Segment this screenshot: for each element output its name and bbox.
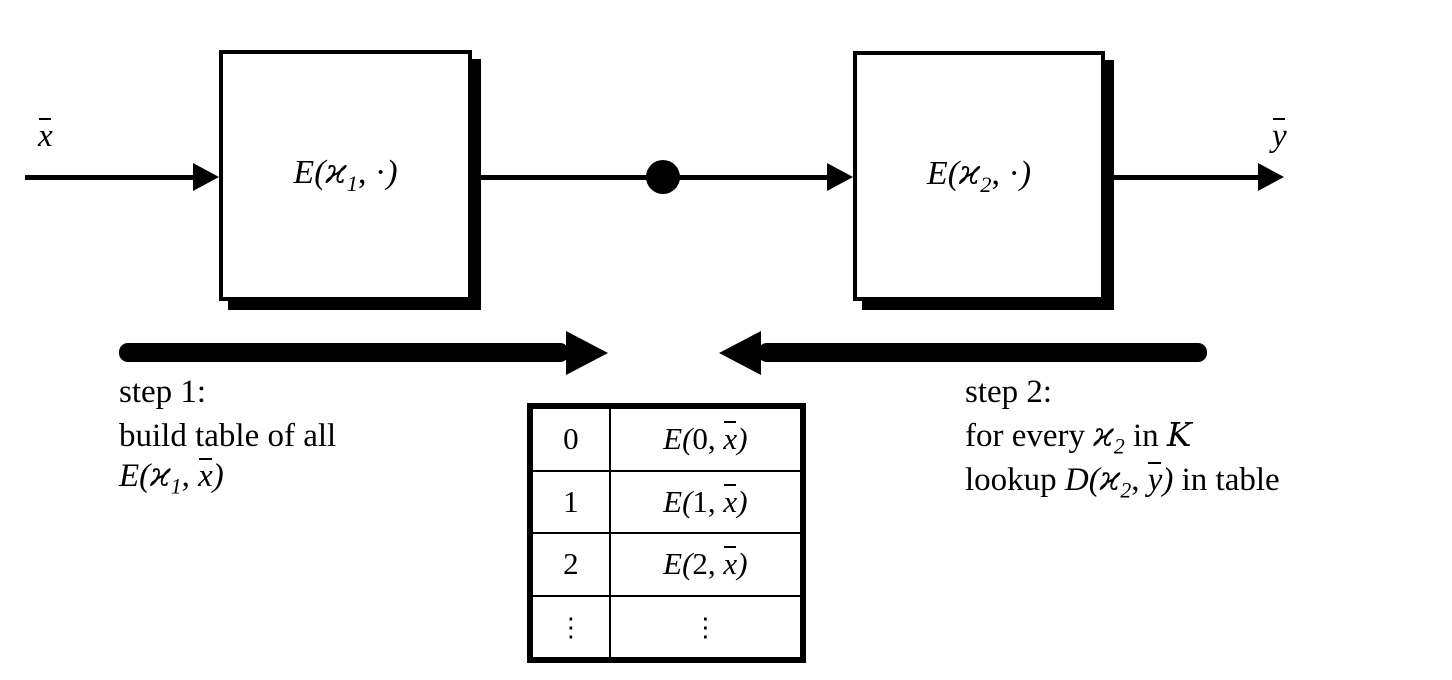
step1-arrowhead-icon xyxy=(566,331,608,375)
step2-line-3: lookup D(ϰ2, y) in table xyxy=(965,459,1280,503)
step1-arrow-shaft xyxy=(119,343,569,362)
table-row[interactable]: 1 E(1, x) xyxy=(531,469,803,534)
encrypt-box-1[interactable]: E(ϰ1, ·) xyxy=(219,50,472,301)
step1-line-2: build table of all xyxy=(119,418,337,454)
table-cell-key: 0 xyxy=(531,407,611,472)
step1-caption: step 1: build table of all E(ϰ1, x) xyxy=(119,370,336,498)
step2-line-1: step 2: xyxy=(965,374,1053,410)
table-cell-key: 1 xyxy=(531,469,611,534)
step2-line-2: for every ϰ2 in K xyxy=(965,415,1192,459)
encrypt-box-2-label: E(ϰ2, ·) xyxy=(926,152,1032,197)
table-row[interactable]: ⋮ ⋮ xyxy=(531,594,803,659)
output-wire xyxy=(1105,175,1265,180)
table-cell-value: E(1, x) xyxy=(608,469,803,534)
step1-line-1: step 1: xyxy=(119,374,207,410)
step1-line-3: E(ϰ1, x) xyxy=(119,455,224,499)
table-row[interactable]: 0 E(0, x) xyxy=(531,407,803,472)
step2-arrow-shaft xyxy=(758,343,1207,362)
junction-dot-icon xyxy=(646,160,680,194)
table-cell-key: 2 xyxy=(531,532,611,597)
output-label-ybar: y xyxy=(1272,117,1287,154)
input-arrowhead-icon xyxy=(193,163,219,191)
lookup-table[interactable]: 0 E(0, x) 1 E(1, x) 2 E(2, x) ⋮ ⋮ xyxy=(527,403,806,663)
input-wire xyxy=(25,175,200,180)
encrypt-box-2[interactable]: E(ϰ2, ·) xyxy=(853,51,1105,301)
table-cell-value-ellipsis: ⋮ xyxy=(608,594,803,659)
key-space-symbol: K xyxy=(1166,415,1192,454)
middle-arrowhead-icon xyxy=(827,163,853,191)
table-cell-value: E(0, x) xyxy=(608,407,803,472)
table-cell-key-ellipsis: ⋮ xyxy=(531,594,611,659)
encrypt-box-1-label: E(ϰ1, ·) xyxy=(293,152,398,197)
step2-caption: step 2: for every ϰ2 in K lookup D(ϰ2, y… xyxy=(965,370,1280,503)
table-cell-value: E(2, x) xyxy=(608,532,803,597)
table-row[interactable]: 2 E(2, x) xyxy=(531,532,803,597)
input-label-xbar: x xyxy=(38,117,53,154)
output-arrowhead-icon xyxy=(1258,163,1284,191)
step2-arrowhead-icon xyxy=(719,331,761,375)
